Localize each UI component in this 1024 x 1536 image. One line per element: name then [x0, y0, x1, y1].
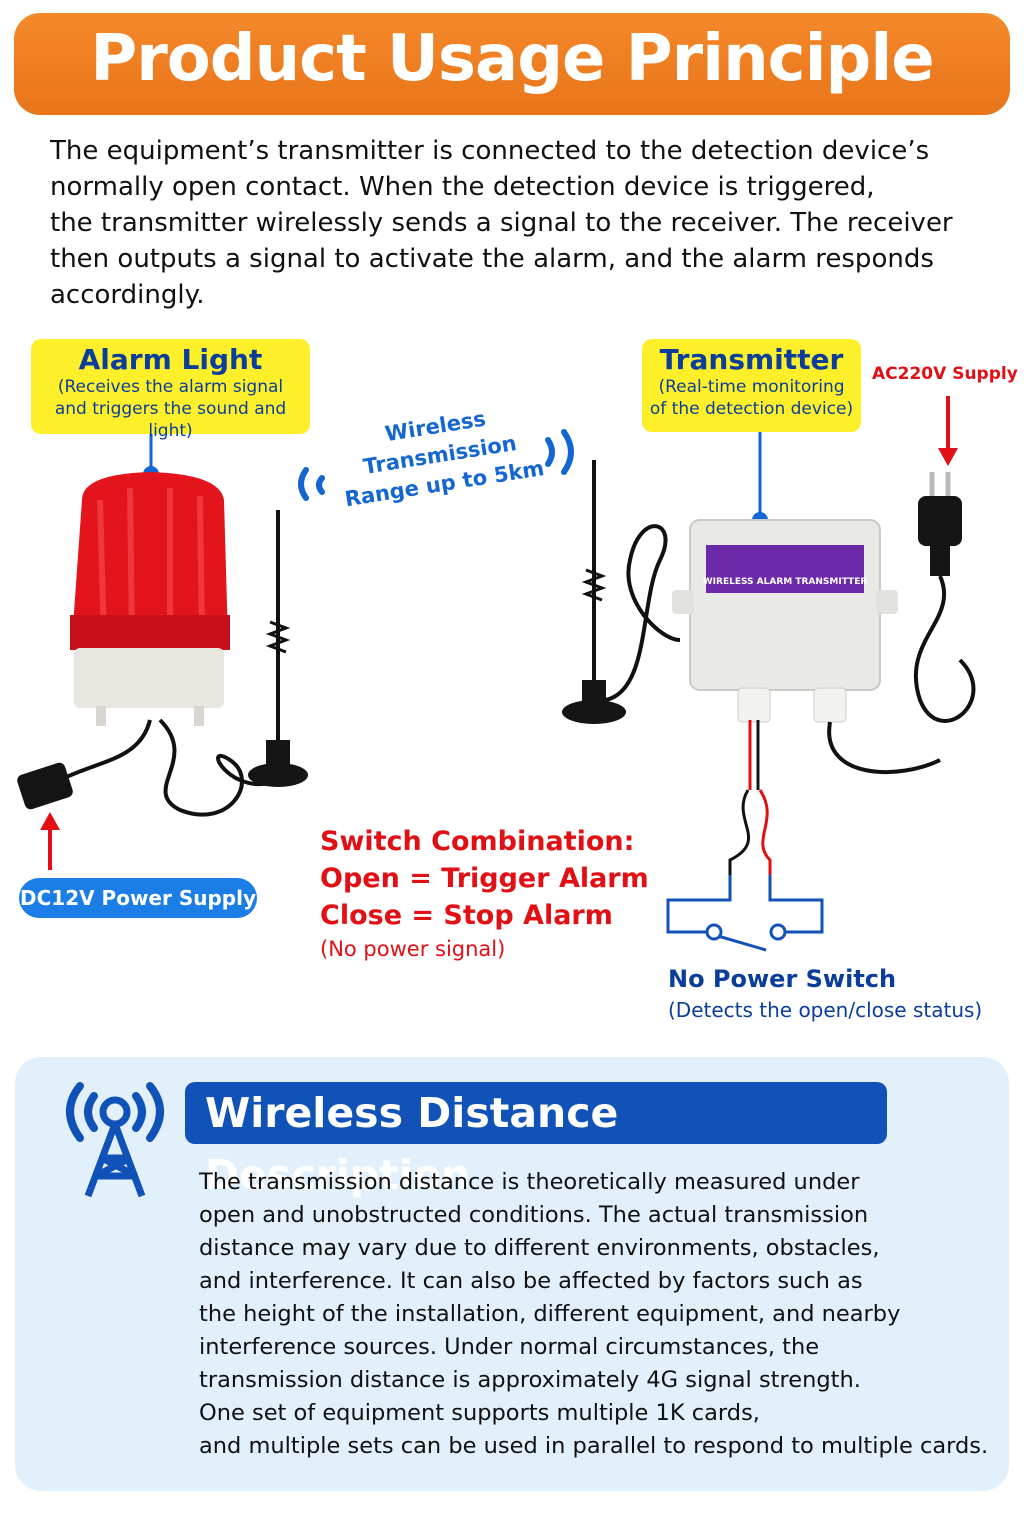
- desc-line: One set of equipment supports multiple 1…: [199, 1400, 760, 1426]
- transmitter-title: Transmitter: [659, 343, 844, 376]
- intro-line: then outputs a signal to activate the al…: [50, 244, 934, 274]
- intro-paragraph: The equipment’s transmitter is connected…: [50, 133, 970, 313]
- desc-line: transmission distance is approximately 4…: [199, 1367, 861, 1393]
- ac-plug: [913, 472, 976, 723]
- alarm-light-label: Alarm Light (Receives the alarm signal a…: [31, 339, 310, 441]
- page-title: Product Usage Principle: [90, 22, 934, 96]
- no-power-switch-sub: (Detects the open/close status): [668, 998, 983, 1022]
- intro-line: The equipment’s transmitter is connected…: [50, 136, 930, 166]
- header-banner: [14, 13, 1010, 115]
- alarm-light-sub: and triggers the sound and light): [54, 399, 287, 441]
- intro-line: the transmitter wirelessly sends a signa…: [50, 208, 953, 238]
- transmitter-sub: of the detection device): [649, 399, 854, 419]
- diagram-illustration: WIRELESS ALARM TRANSMITTER: [17, 396, 976, 952]
- ac-supply-arrow: [938, 396, 958, 466]
- intro-line: normally open contact. When the detectio…: [50, 172, 875, 202]
- wave-right-icon: [545, 429, 574, 475]
- dc-supply-badge: DC12V Power Supply: [19, 878, 257, 918]
- no-power-switch-title: No Power Switch: [668, 965, 897, 993]
- alarm-light-title: Alarm Light: [78, 343, 263, 376]
- switch-combination: Switch Combination: Open = Trigger Alarm…: [320, 823, 649, 934]
- desc-line: open and unobstructed conditions. The ac…: [199, 1202, 869, 1228]
- desc-line: and multiple sets can be used in paralle…: [199, 1433, 989, 1459]
- intro-line: accordingly.: [50, 280, 205, 310]
- signal-tower-icon: [66, 1082, 164, 1198]
- switch-line: Close = Stop Alarm: [320, 900, 613, 931]
- switch-symbol: [666, 789, 824, 952]
- transmitter-device-label: WIRELESS ALARM TRANSMITTER: [703, 577, 868, 587]
- wave-left-icon: [298, 467, 325, 501]
- desc-line: The transmission distance is theoretical…: [199, 1169, 860, 1195]
- ac-supply-label: AC220V Supply: [872, 364, 1018, 384]
- dc-supply-arrow: [40, 812, 60, 870]
- switch-note: (No power signal): [320, 937, 506, 961]
- desc-line: interference sources. Under normal circu…: [199, 1334, 820, 1360]
- switch-line: Open = Trigger Alarm: [320, 863, 649, 894]
- alarm-antenna: [248, 510, 308, 787]
- transmitter-box: WIRELESS ALARM TRANSMITTER: [672, 519, 941, 790]
- alarm-light-sub: (Receives the alarm signal: [57, 377, 284, 397]
- transmitter-label: Transmitter (Real-time monitoring of the…: [642, 339, 861, 432]
- desc-line: and interference. It can also be affecte…: [199, 1268, 863, 1294]
- transmitter-antenna: [562, 460, 681, 724]
- transmitter-sub: (Real-time monitoring: [658, 377, 845, 397]
- desc-line: the height of the installation, differen…: [199, 1301, 901, 1327]
- alarm-light-device: [17, 472, 281, 817]
- distance-description: The transmission distance is theoretical…: [199, 1166, 989, 1463]
- switch-line: Switch Combination:: [320, 826, 635, 857]
- distance-title: Wireless Distance Description: [185, 1082, 887, 1199]
- desc-line: distance may vary due to different envir…: [199, 1235, 880, 1261]
